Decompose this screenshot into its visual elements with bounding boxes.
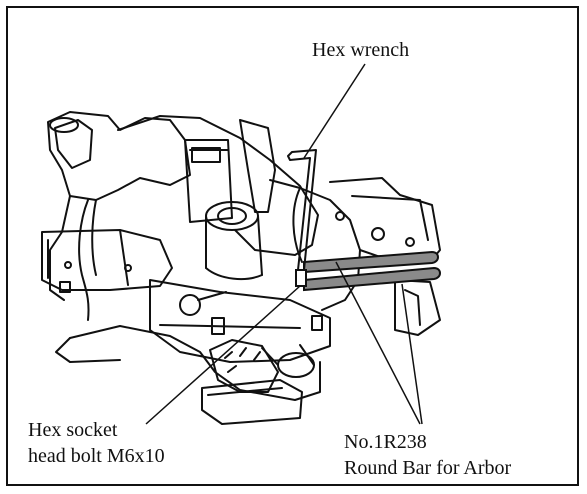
motor-housing [47,111,191,201]
upper-guard [117,115,319,256]
turntable [149,279,331,363]
leader-bolt [145,285,301,425]
round-bar-lower [303,266,441,292]
arm-bar [239,119,276,213]
label-bar-line1: No.1R238 [344,431,427,453]
round-bars [303,250,441,292]
motor-cap [49,117,79,133]
hold-knob [179,294,201,316]
figure-frame [6,6,579,486]
gear-cover [209,339,279,393]
guard-box [184,139,233,223]
leader-hex-wrench [303,63,366,159]
label-bolt-line2: head bolt M6x10 [28,445,165,467]
leader-bar-upper [335,261,421,425]
round-bar-upper [303,250,439,274]
leader-lines [145,63,423,425]
label-hex-wrench: Hex wrench [312,39,410,61]
lower-housing [69,325,321,401]
leader-bar-lower [401,283,423,425]
label-bar-line2: Round Bar for Arbor [344,457,512,479]
handle-arm [49,195,71,301]
blade-area [269,179,361,311]
cord [78,199,90,321]
label-bolt-line1: Hex socket [28,419,118,441]
right-base [394,279,441,336]
left-base [41,229,173,291]
arbor-body [205,215,263,276]
front-grip [201,379,303,425]
bolt-head [295,269,307,287]
handle-grip [54,119,93,169]
